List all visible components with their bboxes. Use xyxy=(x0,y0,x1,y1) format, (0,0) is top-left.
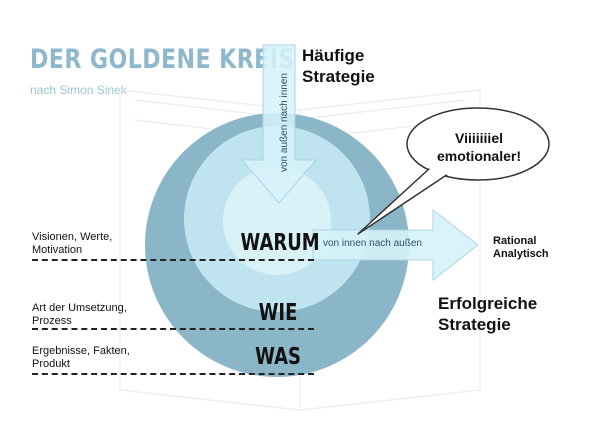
middle-label-wie: WIE xyxy=(258,300,298,326)
level-divider-wie xyxy=(32,328,314,330)
successful-strategy-line2: Strategie xyxy=(438,315,511,334)
outward-arrow-label: von innen nach außen xyxy=(323,238,422,249)
outward-arrow xyxy=(312,208,479,282)
level-warum-line2: Motivation xyxy=(32,244,83,256)
outer-label-was: WAS xyxy=(255,344,301,370)
core-label-warum: WARUM xyxy=(240,230,320,256)
speech-bubble-line2: emotionaler! xyxy=(436,148,521,164)
speech-bubble xyxy=(357,107,550,235)
inner-core-warum xyxy=(223,167,331,275)
diagram-subtitle: nach Simon Sinek xyxy=(30,83,127,97)
common-strategy-line2: Strategie xyxy=(302,67,375,86)
speech-bubble-line1: Viiiiiiiel xyxy=(455,130,503,146)
successful-strategy-line1: Erfolgreiche xyxy=(438,294,538,313)
outcome-label: Rational Analytisch xyxy=(493,235,549,261)
level-label-wie: Art der Umsetzung, Prozess xyxy=(32,302,127,328)
level-wie-line2: Prozess xyxy=(32,315,72,327)
level-label-warum: Visionen, Werte, Motivation xyxy=(32,231,112,257)
common-strategy-line1: Häufige xyxy=(302,46,365,65)
level-wie-line1: Art der Umsetzung, xyxy=(32,302,127,314)
speech-bubble-text: Viiiiiiiel emotionaler! xyxy=(414,129,544,165)
inward-arrow-label: von außen nach innen xyxy=(279,73,290,172)
common-strategy-label: Häufige Strategie xyxy=(302,45,375,87)
level-warum-line1: Visionen, Werte, xyxy=(32,231,113,243)
level-was-line2: Produkt xyxy=(32,358,70,370)
level-divider-was xyxy=(32,373,314,375)
level-label-was: Ergebnisse, Fakten, Produkt xyxy=(32,345,130,371)
outcome-line2: Analytisch xyxy=(493,248,549,260)
successful-strategy-label: Erfolgreiche Strategie xyxy=(438,293,537,335)
diagram-title: DER GOLDENE KREIS xyxy=(30,44,295,75)
level-was-line1: Ergebnisse, Fakten, xyxy=(32,345,130,357)
inward-arrow xyxy=(240,44,318,204)
level-divider-warum xyxy=(32,259,314,261)
outcome-line1: Rational xyxy=(493,235,537,247)
